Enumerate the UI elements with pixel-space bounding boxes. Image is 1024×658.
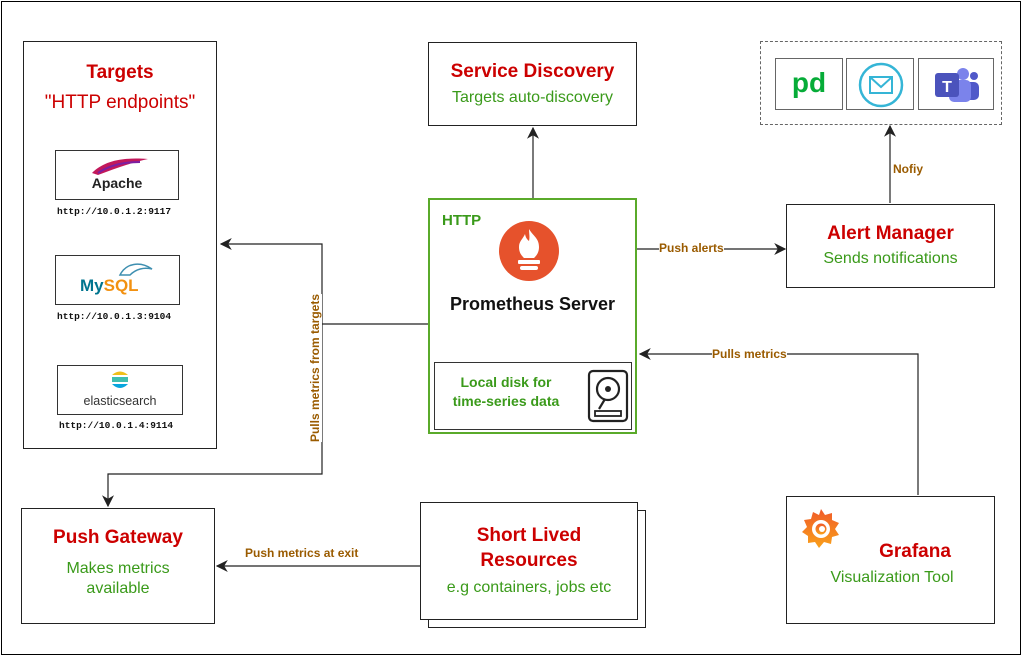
grafana-title: Grafana [879, 541, 951, 562]
service-discovery-subtitle: Targets auto-discovery [452, 89, 613, 106]
prometheus-protocol: HTTP [442, 212, 482, 229]
notification-group [760, 41, 1002, 125]
label-push-exit: Push metrics at exit [245, 546, 359, 560]
elasticsearch-url: http://10.0.1.4:9114 [59, 420, 174, 431]
grafana-subtitle: Visualization Tool [830, 569, 954, 586]
pagerduty-tile: pd [775, 58, 843, 110]
service-discovery-title: Service Discovery [450, 61, 615, 82]
local-disk-label: Local disk for time-series data [452, 374, 560, 409]
alert-manager-title: Alert Manager [827, 223, 954, 244]
teams-icon: T [935, 68, 979, 102]
short-lived-title: Short Lived Resources [476, 525, 582, 571]
alert-manager-box: Alert Manager Sends notifications [786, 204, 995, 288]
push-gateway-box: Push Gateway Makes metrics available [21, 508, 215, 624]
apache-feather-icon [92, 158, 148, 175]
teams-tile: T [918, 58, 994, 110]
grafana-icon [802, 509, 839, 548]
push-gateway-title: Push Gateway [53, 527, 183, 548]
email-tile [846, 58, 914, 110]
label-pulls-targets: Pulls metrics from targets [308, 293, 322, 443]
targets-title: Targets [86, 62, 154, 83]
svg-text:T: T [942, 79, 952, 96]
email-icon [858, 62, 904, 108]
mysql-logo: MySQL [55, 255, 180, 305]
prometheus-flame-icon [499, 221, 559, 281]
service-discovery-box: Service Discovery Targets auto-discovery [428, 42, 637, 126]
push-gateway-subtitle: Makes metrics available [66, 560, 170, 597]
pagerduty-icon: pd [791, 67, 827, 98]
label-push-alerts: Push alerts [659, 241, 724, 255]
elasticsearch-icon [112, 371, 128, 388]
elasticsearch-label: elasticsearch [83, 394, 157, 408]
label-notify: Nofiy [893, 162, 923, 176]
edge-pulls-metrics [638, 348, 919, 495]
edge-pulls-targets [219, 238, 428, 325]
mysql-label: MySQL [80, 276, 139, 295]
local-disk-box: Local disk for time-series data [434, 362, 632, 430]
hard-disk-icon [587, 369, 629, 423]
targets-subtitle: "HTTP endpoints" [44, 92, 196, 113]
dolphin-icon [118, 263, 153, 276]
prometheus-server-box: HTTP Prometheus Server Local disk for ti… [428, 198, 637, 434]
apache-logo: Apache [55, 150, 179, 200]
grafana-box: Grafana Visualization Tool [786, 496, 995, 624]
short-lived-box: Short Lived Resources e.g containers, jo… [420, 502, 638, 620]
short-lived-subtitle: e.g containers, jobs etc [446, 579, 612, 596]
edge-pulls-pushgateway [102, 324, 323, 508]
elasticsearch-logo: elasticsearch [57, 365, 183, 415]
mysql-url: http://10.0.1.3:9104 [57, 311, 172, 322]
label-pulls-metrics: Pulls metrics [712, 347, 787, 361]
apache-label: Apache [91, 175, 143, 191]
apache-url: http://10.0.1.2:9117 [57, 206, 172, 217]
prometheus-title: Prometheus Server [449, 294, 616, 314]
alert-manager-subtitle: Sends notifications [823, 250, 958, 267]
